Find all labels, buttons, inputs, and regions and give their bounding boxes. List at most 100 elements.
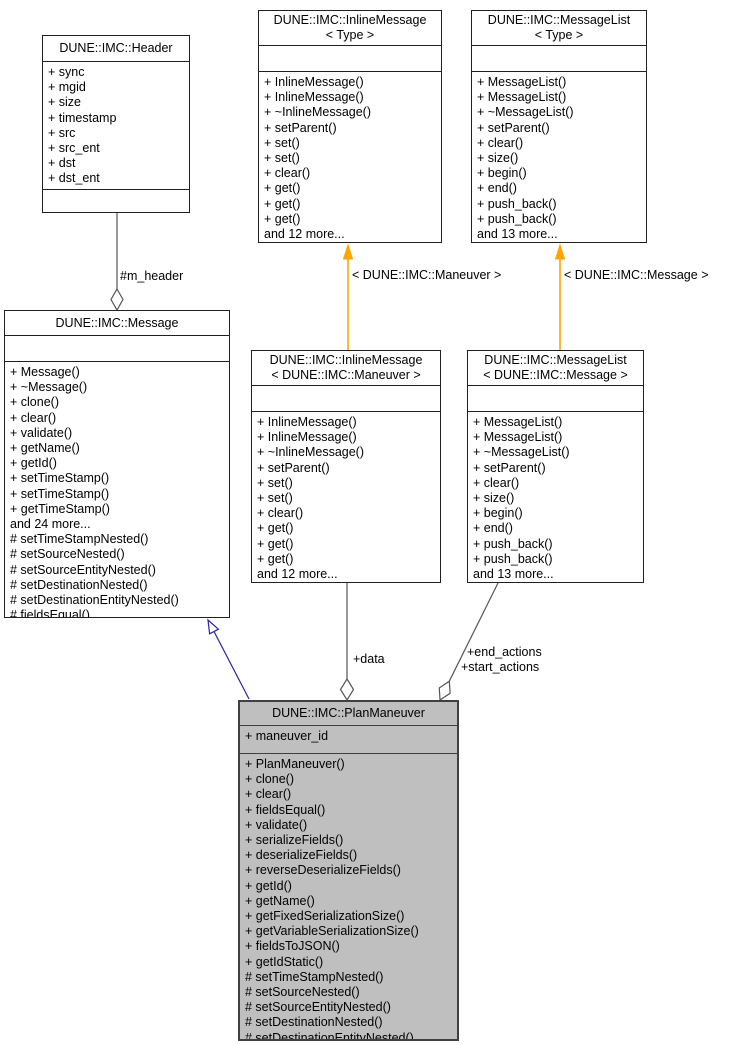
class-box-message-list-type[interactable]: DUNE::IMC::MessageList < Type > + Messag… [471, 10, 647, 243]
member-line: and 13 more... [477, 227, 558, 242]
member-line: + clear() [477, 135, 524, 150]
member-line: + setParent() [264, 120, 337, 135]
member-line: + push_back() [473, 536, 553, 551]
class-title: DUNE::IMC::InlineMessage < Type > [273, 13, 427, 42]
attributes-compartment [252, 385, 440, 411]
methods-compartment: + MessageList()+ MessageList()+ ~Message… [472, 71, 646, 242]
member-line: + begin() [477, 166, 527, 181]
class-box-message-list-message[interactable]: DUNE::IMC::MessageList < DUNE::IMC::Mess… [467, 350, 644, 583]
edge-m-header-aggregation [110, 213, 124, 312]
member-line: + validate() [10, 425, 73, 440]
member-line: + validate() [245, 817, 308, 832]
member-line: + end() [477, 181, 517, 196]
member-line: + deserializeFields() [245, 848, 358, 863]
member-line: + set() [264, 135, 300, 150]
member-line: # setDestinationEntityNested() [10, 593, 179, 608]
methods-compartment [43, 189, 189, 212]
member-line: + clear() [264, 166, 311, 181]
member-line: + set() [257, 475, 293, 490]
member-line: # setDestinationNested() [10, 577, 148, 592]
member-line: + ~InlineMessage() [257, 445, 365, 460]
member-line: + get() [257, 521, 294, 536]
member-line: and 13 more... [473, 567, 554, 582]
member-line: # fieldsEqual() [10, 608, 90, 617]
class-box-inline-message-maneuver[interactable]: DUNE::IMC::InlineMessage < DUNE::IMC::Ma… [251, 350, 441, 583]
member-line: + clear() [473, 475, 520, 490]
member-line: and 12 more... [257, 567, 338, 582]
attributes-compartment [259, 45, 441, 71]
edge-label-m-header: #m_header [120, 269, 184, 283]
member-line: + MessageList() [473, 415, 563, 429]
member-line: + InlineMessage() [257, 430, 357, 445]
class-title: DUNE::IMC::Message [55, 315, 179, 330]
edge-template-maneuver [342, 243, 354, 350]
member-line: + clear() [10, 410, 57, 425]
edge-label-maneuver-template: < DUNE::IMC::Maneuver > [352, 268, 502, 282]
member-line: # setTimeStampNested() [10, 532, 149, 547]
member-line: + setParent() [257, 460, 330, 475]
member-line: + InlineMessage() [264, 75, 364, 89]
member-line: + size() [477, 151, 519, 166]
member-line: + serializeFields() [245, 833, 344, 848]
attributes-compartment [5, 335, 229, 361]
member-line: and 24 more... [10, 517, 91, 532]
member-line: + dst_ent [48, 171, 100, 186]
methods-compartment: + InlineMessage()+ InlineMessage()+ ~Inl… [252, 411, 440, 582]
member-line: + fieldsEqual() [245, 802, 326, 817]
member-line: + getId() [10, 456, 57, 471]
member-line: + MessageList() [473, 430, 563, 445]
member-line: + maneuver_id [245, 729, 329, 743]
member-line: + Message() [10, 365, 80, 379]
arrowhead-icon [342, 243, 354, 260]
member-line: + size [48, 95, 82, 110]
methods-compartment: + PlanManeuver()+ clone()+ clear()+ fiel… [240, 753, 457, 1039]
member-line: + size() [473, 491, 515, 506]
member-line: + src_ent [48, 141, 100, 156]
methods-compartment: + InlineMessage()+ InlineMessage()+ ~Inl… [259, 71, 441, 242]
member-line: + begin() [473, 506, 523, 521]
arrowhead-icon [554, 243, 566, 260]
member-line: + set() [257, 491, 293, 506]
class-title: DUNE::IMC::Header [59, 41, 173, 55]
member-line: + sync [48, 65, 85, 79]
member-line: + getId() [245, 878, 292, 893]
class-box-header[interactable]: DUNE::IMC::Header + sync+ mgid+ size+ ti… [42, 35, 190, 213]
edge-inheritance [207, 618, 250, 700]
member-line: + ~MessageList() [477, 105, 574, 120]
class-box-message[interactable]: DUNE::IMC::Message + Message()+ ~Message… [4, 310, 230, 618]
member-line: # setDestinationNested() [245, 1015, 383, 1030]
member-line: + setTimeStamp() [10, 471, 110, 486]
member-line: + mgid [48, 80, 86, 95]
member-line: + dst [48, 156, 76, 171]
member-line: + push_back() [473, 551, 553, 566]
member-line: # setDestinationEntityNested() [245, 1030, 414, 1039]
member-line: + setParent() [473, 460, 546, 475]
member-line: + getName() [10, 441, 80, 456]
member-line: + fieldsToJSON() [245, 939, 340, 954]
member-line: + push_back() [477, 196, 557, 211]
member-line: + MessageList() [477, 90, 567, 105]
edge-data-aggregation [339, 583, 355, 702]
class-box-inline-message-type[interactable]: DUNE::IMC::InlineMessage < Type > + Inli… [258, 10, 442, 243]
attributes-compartment [472, 45, 646, 71]
member-line: + MessageList() [477, 75, 567, 89]
member-line: + reverseDeserializeFields() [245, 863, 401, 878]
member-line: # setSourceEntityNested() [10, 562, 156, 577]
member-line: # setSourceEntityNested() [245, 1000, 391, 1015]
attributes-compartment: + maneuver_id [240, 725, 457, 753]
edge-template-message [554, 243, 566, 350]
member-line: + push_back() [477, 211, 557, 226]
member-line: + clear() [257, 506, 304, 521]
class-box-plan-maneuver[interactable]: DUNE::IMC::PlanManeuver + maneuver_id + … [238, 700, 459, 1041]
edge-label-data: +data [353, 652, 385, 666]
member-line: + get() [257, 536, 294, 551]
attributes-compartment [468, 385, 643, 411]
member-line: # setSourceNested() [245, 985, 360, 1000]
member-line: + timestamp [48, 110, 117, 125]
open-diamond-icon [339, 677, 355, 702]
member-line: + ~MessageList() [473, 445, 570, 460]
member-line: # setSourceNested() [10, 547, 125, 562]
methods-compartment: + Message()+ ~Message()+ clone()+ clear(… [5, 361, 229, 617]
